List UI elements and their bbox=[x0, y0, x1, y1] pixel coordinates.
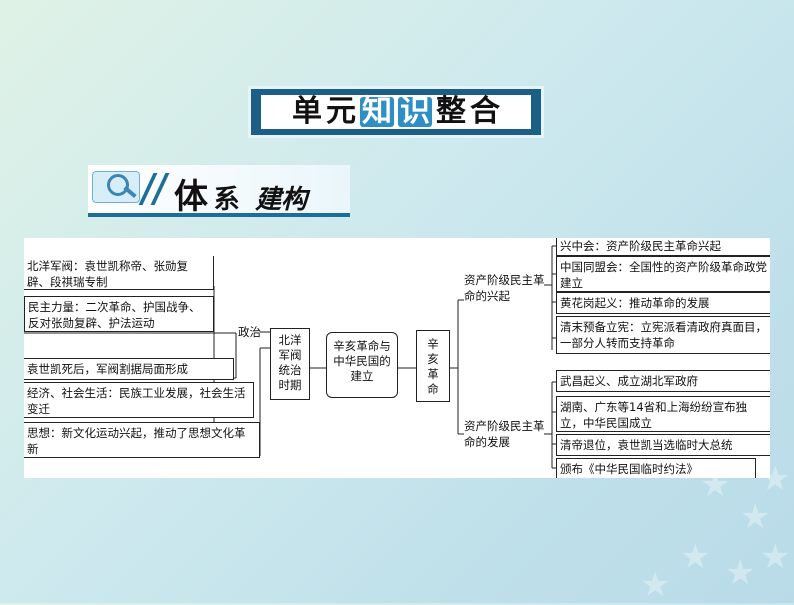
left-item-beiyang: 北洋军阀：袁世凯称帝、张勋复辟、段祺瑞专制 bbox=[24, 256, 214, 290]
rise-item-xingzhonghui: 兴中会：资产阶级民主革命兴起 bbox=[556, 238, 770, 256]
left-item-warlords: 袁世凯死后，军阀割据局面形成 bbox=[24, 358, 234, 380]
section-title-big: 体 bbox=[174, 177, 208, 217]
banner-char: 单 bbox=[292, 94, 322, 129]
left-item-democracy: 民主力量：二次革命、护国战争、反对张勋复辟、护法运动 bbox=[24, 296, 214, 332]
background-star: ★ bbox=[740, 497, 771, 537]
background-star: ★ bbox=[640, 565, 671, 605]
dev-item-independence: 湖南、广东等14省和上海纷纷宣布独立，中华民国成立 bbox=[556, 396, 770, 432]
rise-item-constitutional: 清末预备立宪：立宪派看清政府真面目，一部分人转而支持革命 bbox=[556, 316, 770, 354]
section-title-mid: 系 bbox=[213, 185, 240, 215]
dev-item-abdication: 清帝退位，袁世凯当选临时大总统 bbox=[556, 434, 770, 456]
concept-map: 北洋军阀：袁世凯称帝、张勋复辟、段祺瑞专制 民主力量：二次革命、护国战争、反对张… bbox=[24, 238, 770, 478]
dev-item-constitution: 颁布《中华民国临时约法》 bbox=[556, 458, 756, 478]
background-star: ★ bbox=[680, 537, 711, 577]
background-star: ★ bbox=[760, 537, 791, 577]
branch-development-label: 资产阶级民主革命的发展 bbox=[464, 419, 545, 449]
unit-summary-banner: 单 元 知 识 整 合 bbox=[248, 86, 544, 138]
background-star: ★ bbox=[725, 553, 756, 593]
rise-item-huanghuagang: 黄花岗起义：推动革命的发展 bbox=[556, 292, 770, 314]
banner-char-highlight: 知 bbox=[360, 94, 394, 129]
xinhai-revolution-box: 辛亥革命 bbox=[416, 330, 450, 402]
banner-char-highlight: 识 bbox=[398, 94, 432, 129]
dev-item-wuchang: 武昌起义、成立湖北军政府 bbox=[556, 370, 770, 392]
banner-char: 合 bbox=[470, 94, 500, 129]
rise-item-tongmenghui: 中国同盟会：全国性的资产阶级革命政党建立 bbox=[556, 256, 770, 292]
politics-label: 政治 bbox=[238, 325, 261, 339]
section-header: 体 系 建构 bbox=[88, 165, 350, 217]
section-title-tail: 建构 bbox=[255, 185, 308, 215]
unit-summary-title: 单 元 知 识 整 合 bbox=[261, 95, 531, 129]
magnifier-icon bbox=[92, 171, 140, 203]
banner-char: 元 bbox=[326, 94, 356, 129]
left-item-economy: 经济、社会生活：民族工业发展，社会生活变迁 bbox=[24, 382, 254, 418]
banner-char: 整 bbox=[436, 94, 466, 129]
left-item-thought: 思想：新文化运动兴起，推动了思想文化革新 bbox=[24, 422, 260, 458]
branch-rise-label: 资产阶级民主革命的兴起 bbox=[464, 273, 545, 303]
beiyang-period-box: 北洋军阀统治时期 bbox=[270, 328, 310, 400]
center-topic-box: 辛亥革命与中华民国的建立 bbox=[326, 332, 398, 398]
section-title: 体 系 建构 bbox=[174, 169, 307, 218]
